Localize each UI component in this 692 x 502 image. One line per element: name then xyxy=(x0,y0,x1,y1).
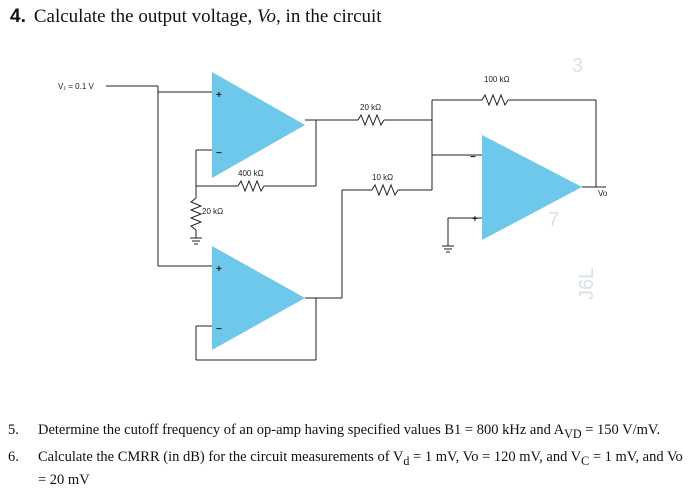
questions-list: 5. Determine the cutoff frequency of an … xyxy=(8,421,684,494)
circuit-diagram: 3 7 J6L + − + − − + V₁ = 0.1 V 400 kΩ 20… xyxy=(58,55,608,361)
question-4: 4. Calculate the output voltage, Vo, in t… xyxy=(10,6,382,28)
question-text: Calculate the CMRR (in dB) for the circu… xyxy=(38,448,683,488)
r4-label: 10 kΩ xyxy=(372,173,393,182)
op-amp-1 xyxy=(212,72,305,178)
plus-sign: + xyxy=(216,264,222,275)
question-text: Calculate the output voltage, xyxy=(33,6,253,27)
question-number: 4. xyxy=(10,6,26,27)
question-number: 6. xyxy=(8,448,19,465)
question-6: 6. Calculate the CMRR (in dB) for the ci… xyxy=(8,448,684,490)
v1-label: V₁ = 0.1 V xyxy=(58,82,94,91)
watermark-2: 7 xyxy=(548,209,559,231)
watermark-1: 3 xyxy=(572,55,583,77)
watermark-3: J6L xyxy=(576,268,598,300)
op-amp-3 xyxy=(482,135,582,240)
output-voltage-var: Vo xyxy=(257,6,277,27)
plus-sign: + xyxy=(472,214,478,225)
minus-sign: − xyxy=(216,148,222,159)
question-text: Determine the cutoff frequency of an op-… xyxy=(38,422,661,441)
r2-label: 400 kΩ xyxy=(238,169,264,178)
minus-sign: − xyxy=(470,152,476,163)
r1-label: 20 kΩ xyxy=(202,207,223,216)
minus-sign: − xyxy=(216,324,222,335)
question-5: 5. Determine the cutoff frequency of an … xyxy=(8,421,684,444)
r5-label: 100 kΩ xyxy=(484,75,510,84)
plus-sign: + xyxy=(216,90,222,101)
r3-label: 20 kΩ xyxy=(360,103,381,112)
op-amp-2 xyxy=(212,246,305,350)
question-text-end: , in the circuit xyxy=(276,6,382,27)
vo-label: Vo xyxy=(598,189,608,198)
question-number: 5. xyxy=(8,422,19,438)
